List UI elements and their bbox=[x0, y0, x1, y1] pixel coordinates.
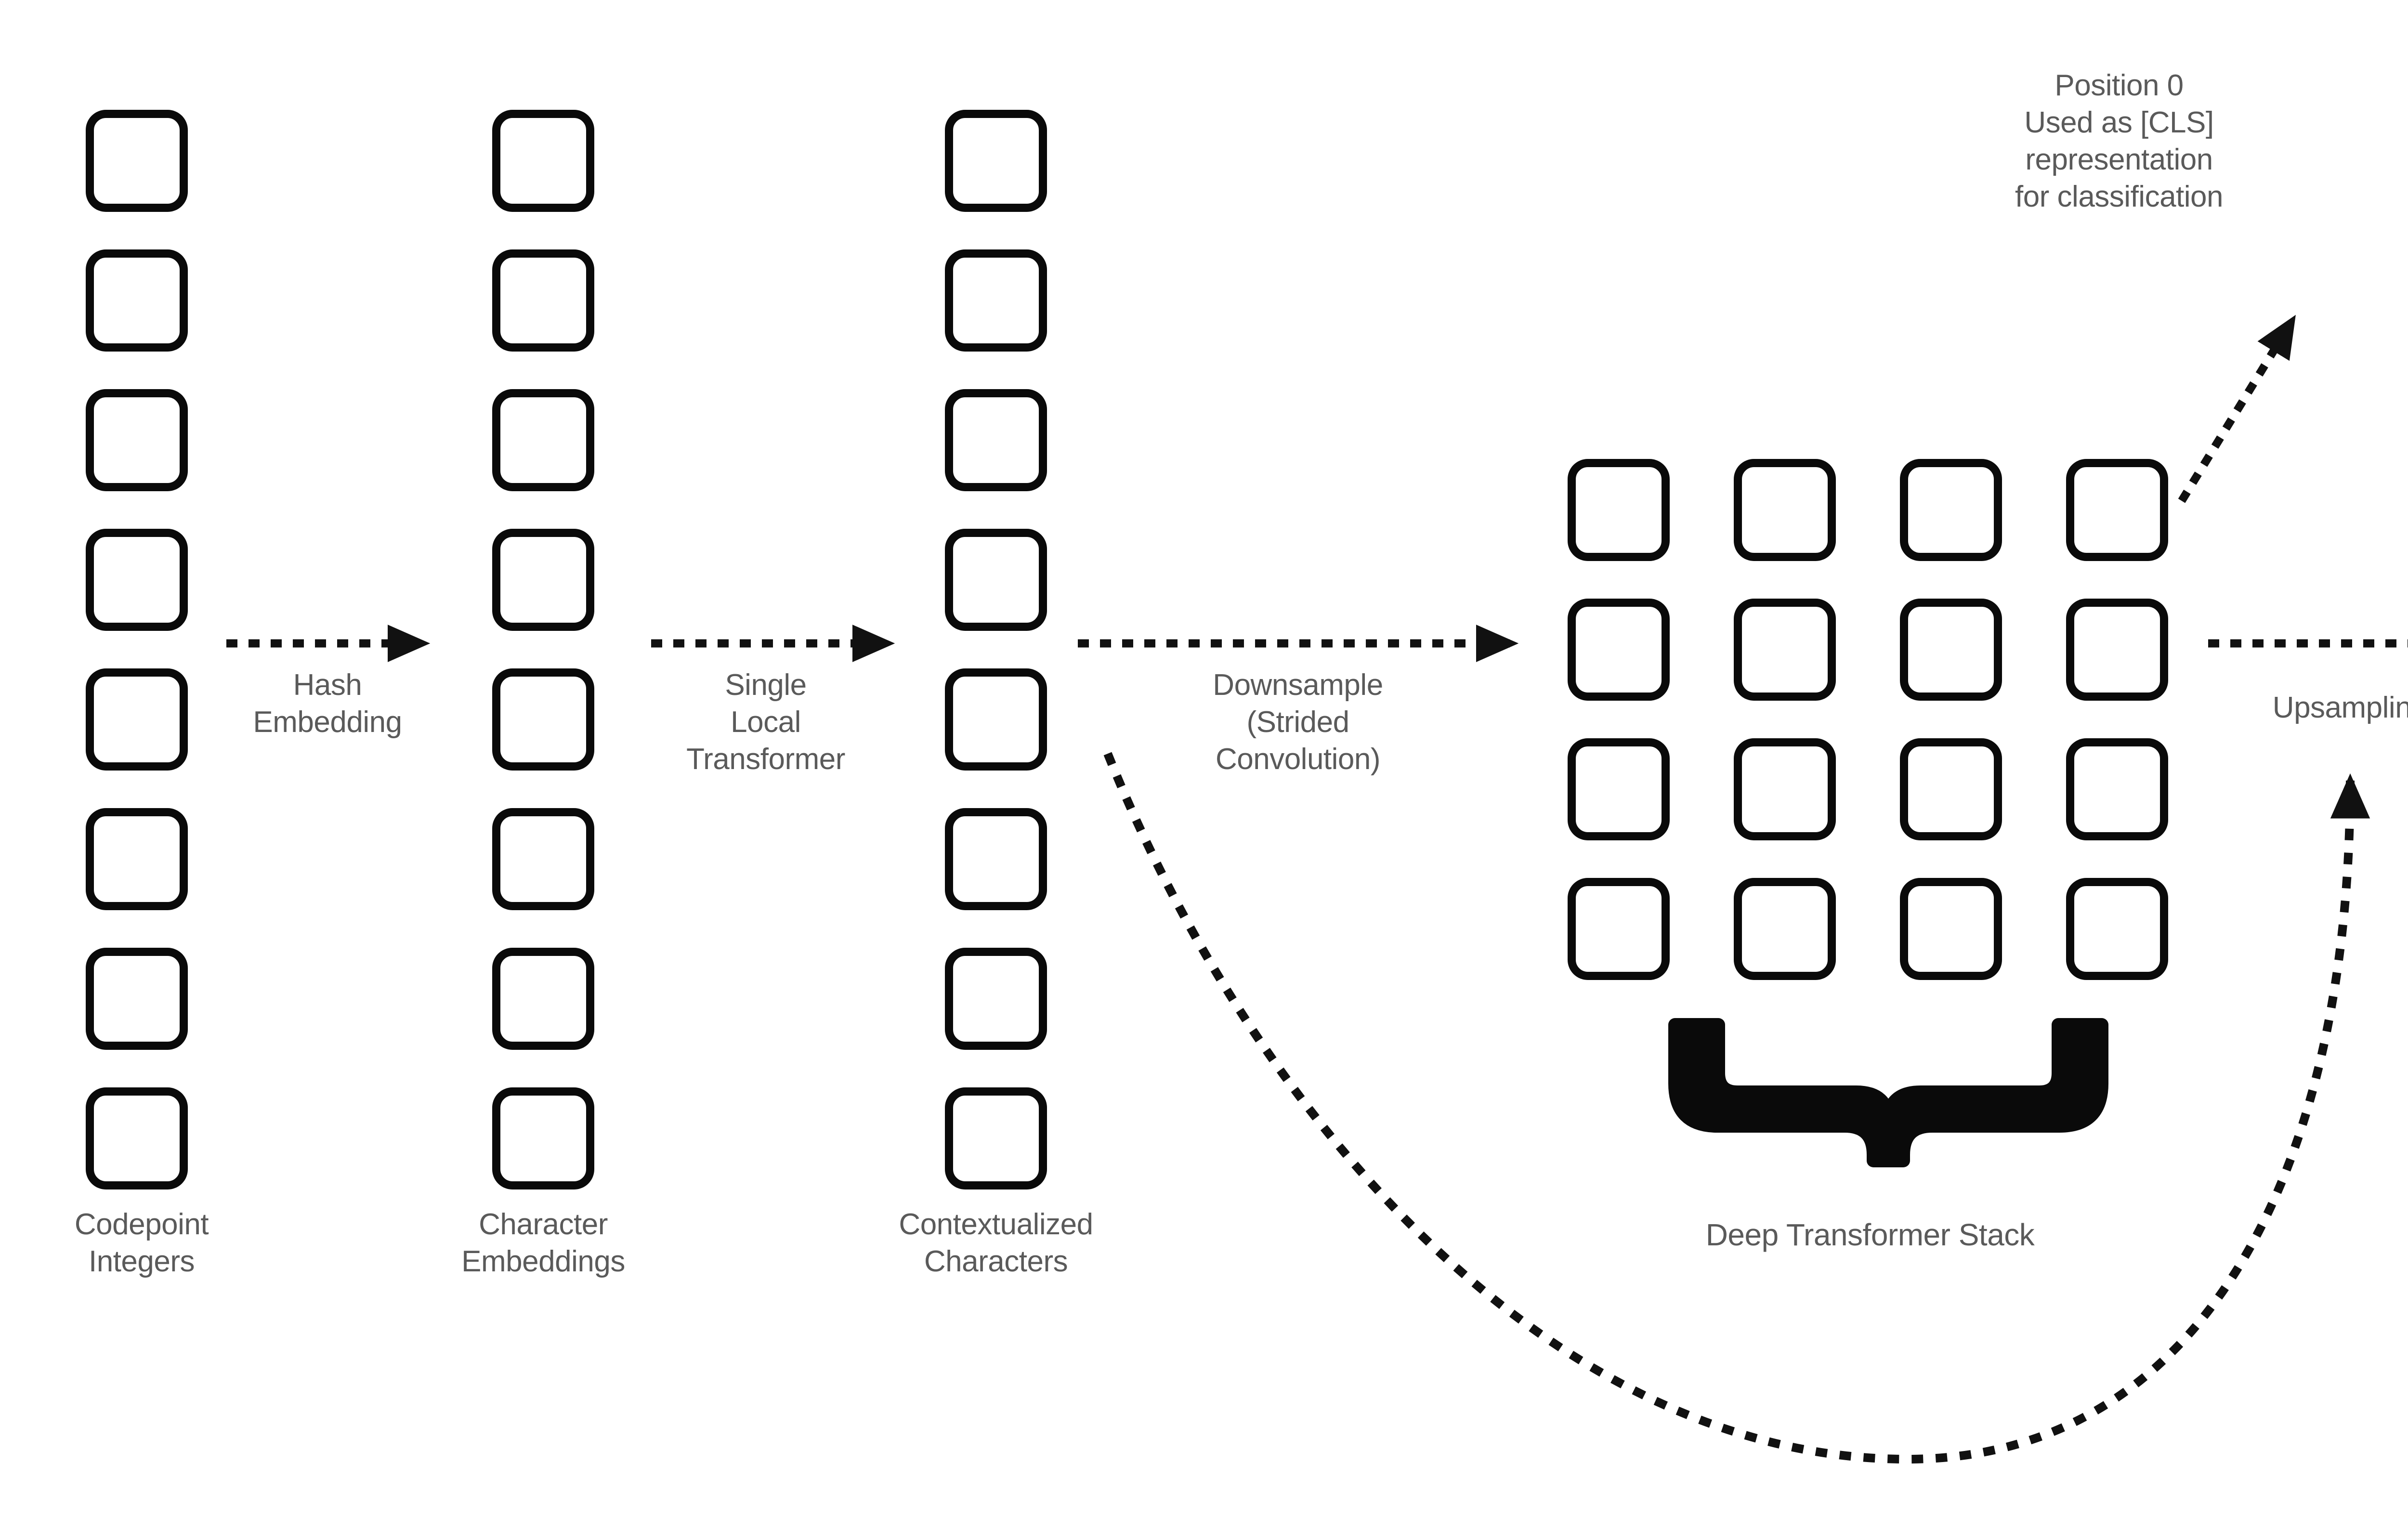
cell-ctxchar-6 bbox=[945, 948, 1047, 1050]
cell-charemb-4 bbox=[492, 668, 594, 771]
cell-stack-r1c2 bbox=[1900, 599, 2002, 701]
edge-label-upsampling: Upsampling bbox=[2272, 691, 2408, 724]
cell-charemb-1 bbox=[492, 249, 594, 352]
cell-ctxchar-0 bbox=[945, 110, 1047, 212]
cell-stack-r2c0 bbox=[1568, 738, 1670, 840]
cell-codepoint-4 bbox=[86, 668, 188, 771]
cell-stack-r0c2 bbox=[1900, 459, 2002, 561]
arrow-cls-callout bbox=[2178, 314, 2296, 503]
cell-codepoint-6 bbox=[86, 948, 188, 1050]
edge-label-hash-embedding: Hash Embedding bbox=[253, 668, 402, 739]
cell-stack-r1c3 bbox=[2066, 599, 2168, 701]
cell-stack-r0c0 bbox=[1568, 459, 1670, 561]
cell-stack-r0c3 bbox=[2066, 459, 2168, 561]
column-label-deep-transformer-stack: Deep Transformer Stack bbox=[1705, 1217, 2035, 1252]
cell-stack-r3c1 bbox=[1734, 878, 1836, 980]
cell-codepoint-5 bbox=[86, 808, 188, 910]
cell-stack-r3c2 bbox=[1900, 878, 2002, 980]
cell-codepoint-1 bbox=[86, 249, 188, 352]
cell-ctxchar-2 bbox=[945, 389, 1047, 491]
cell-charemb-2 bbox=[492, 389, 594, 491]
cell-stack-r2c1 bbox=[1734, 738, 1836, 840]
cell-stack-r2c3 bbox=[2066, 738, 2168, 840]
edge-label-single-local-transformer: Single Local Transformer bbox=[686, 668, 845, 776]
cell-stack-r1c0 bbox=[1568, 599, 1670, 701]
residual-skip-curve bbox=[1103, 752, 2370, 1464]
cell-charemb-5 bbox=[492, 808, 594, 910]
cell-ctxchar-3 bbox=[945, 529, 1047, 631]
cell-charemb-6 bbox=[492, 948, 594, 1050]
cell-stack-r2c2 bbox=[1900, 738, 2002, 840]
cell-stack-r3c0 bbox=[1568, 878, 1670, 980]
cell-ctxchar-4 bbox=[945, 668, 1047, 771]
cell-ctxchar-7 bbox=[945, 1087, 1047, 1189]
cell-stack-r0c1 bbox=[1734, 459, 1836, 561]
cell-stack-r1c1 bbox=[1734, 599, 1836, 701]
cell-codepoint-2 bbox=[86, 389, 188, 491]
cell-ctxchar-5 bbox=[945, 808, 1047, 910]
cell-charemb-7 bbox=[492, 1087, 594, 1189]
cell-codepoint-7 bbox=[86, 1087, 188, 1189]
column-label-codepoint-integers: Codepoint Integers bbox=[74, 1208, 209, 1278]
cell-stack-r3c3 bbox=[2066, 878, 2168, 980]
column-label-contextualized-characters: Contextualized Characters bbox=[899, 1208, 1093, 1278]
edge-label-downsample: Downsample (Strided Convolution) bbox=[1213, 668, 1383, 776]
transformer-stack-brace bbox=[1668, 1018, 2108, 1167]
annotation-cls-note: Position 0 Used as [CLS] representation … bbox=[2015, 69, 2224, 213]
cell-codepoint-0 bbox=[86, 110, 188, 212]
cell-charemb-3 bbox=[492, 529, 594, 631]
cell-codepoint-3 bbox=[86, 529, 188, 631]
cell-ctxchar-1 bbox=[945, 249, 1047, 352]
column-label-character-embeddings: Character Embeddings bbox=[461, 1208, 625, 1278]
cell-charemb-0 bbox=[492, 110, 594, 212]
